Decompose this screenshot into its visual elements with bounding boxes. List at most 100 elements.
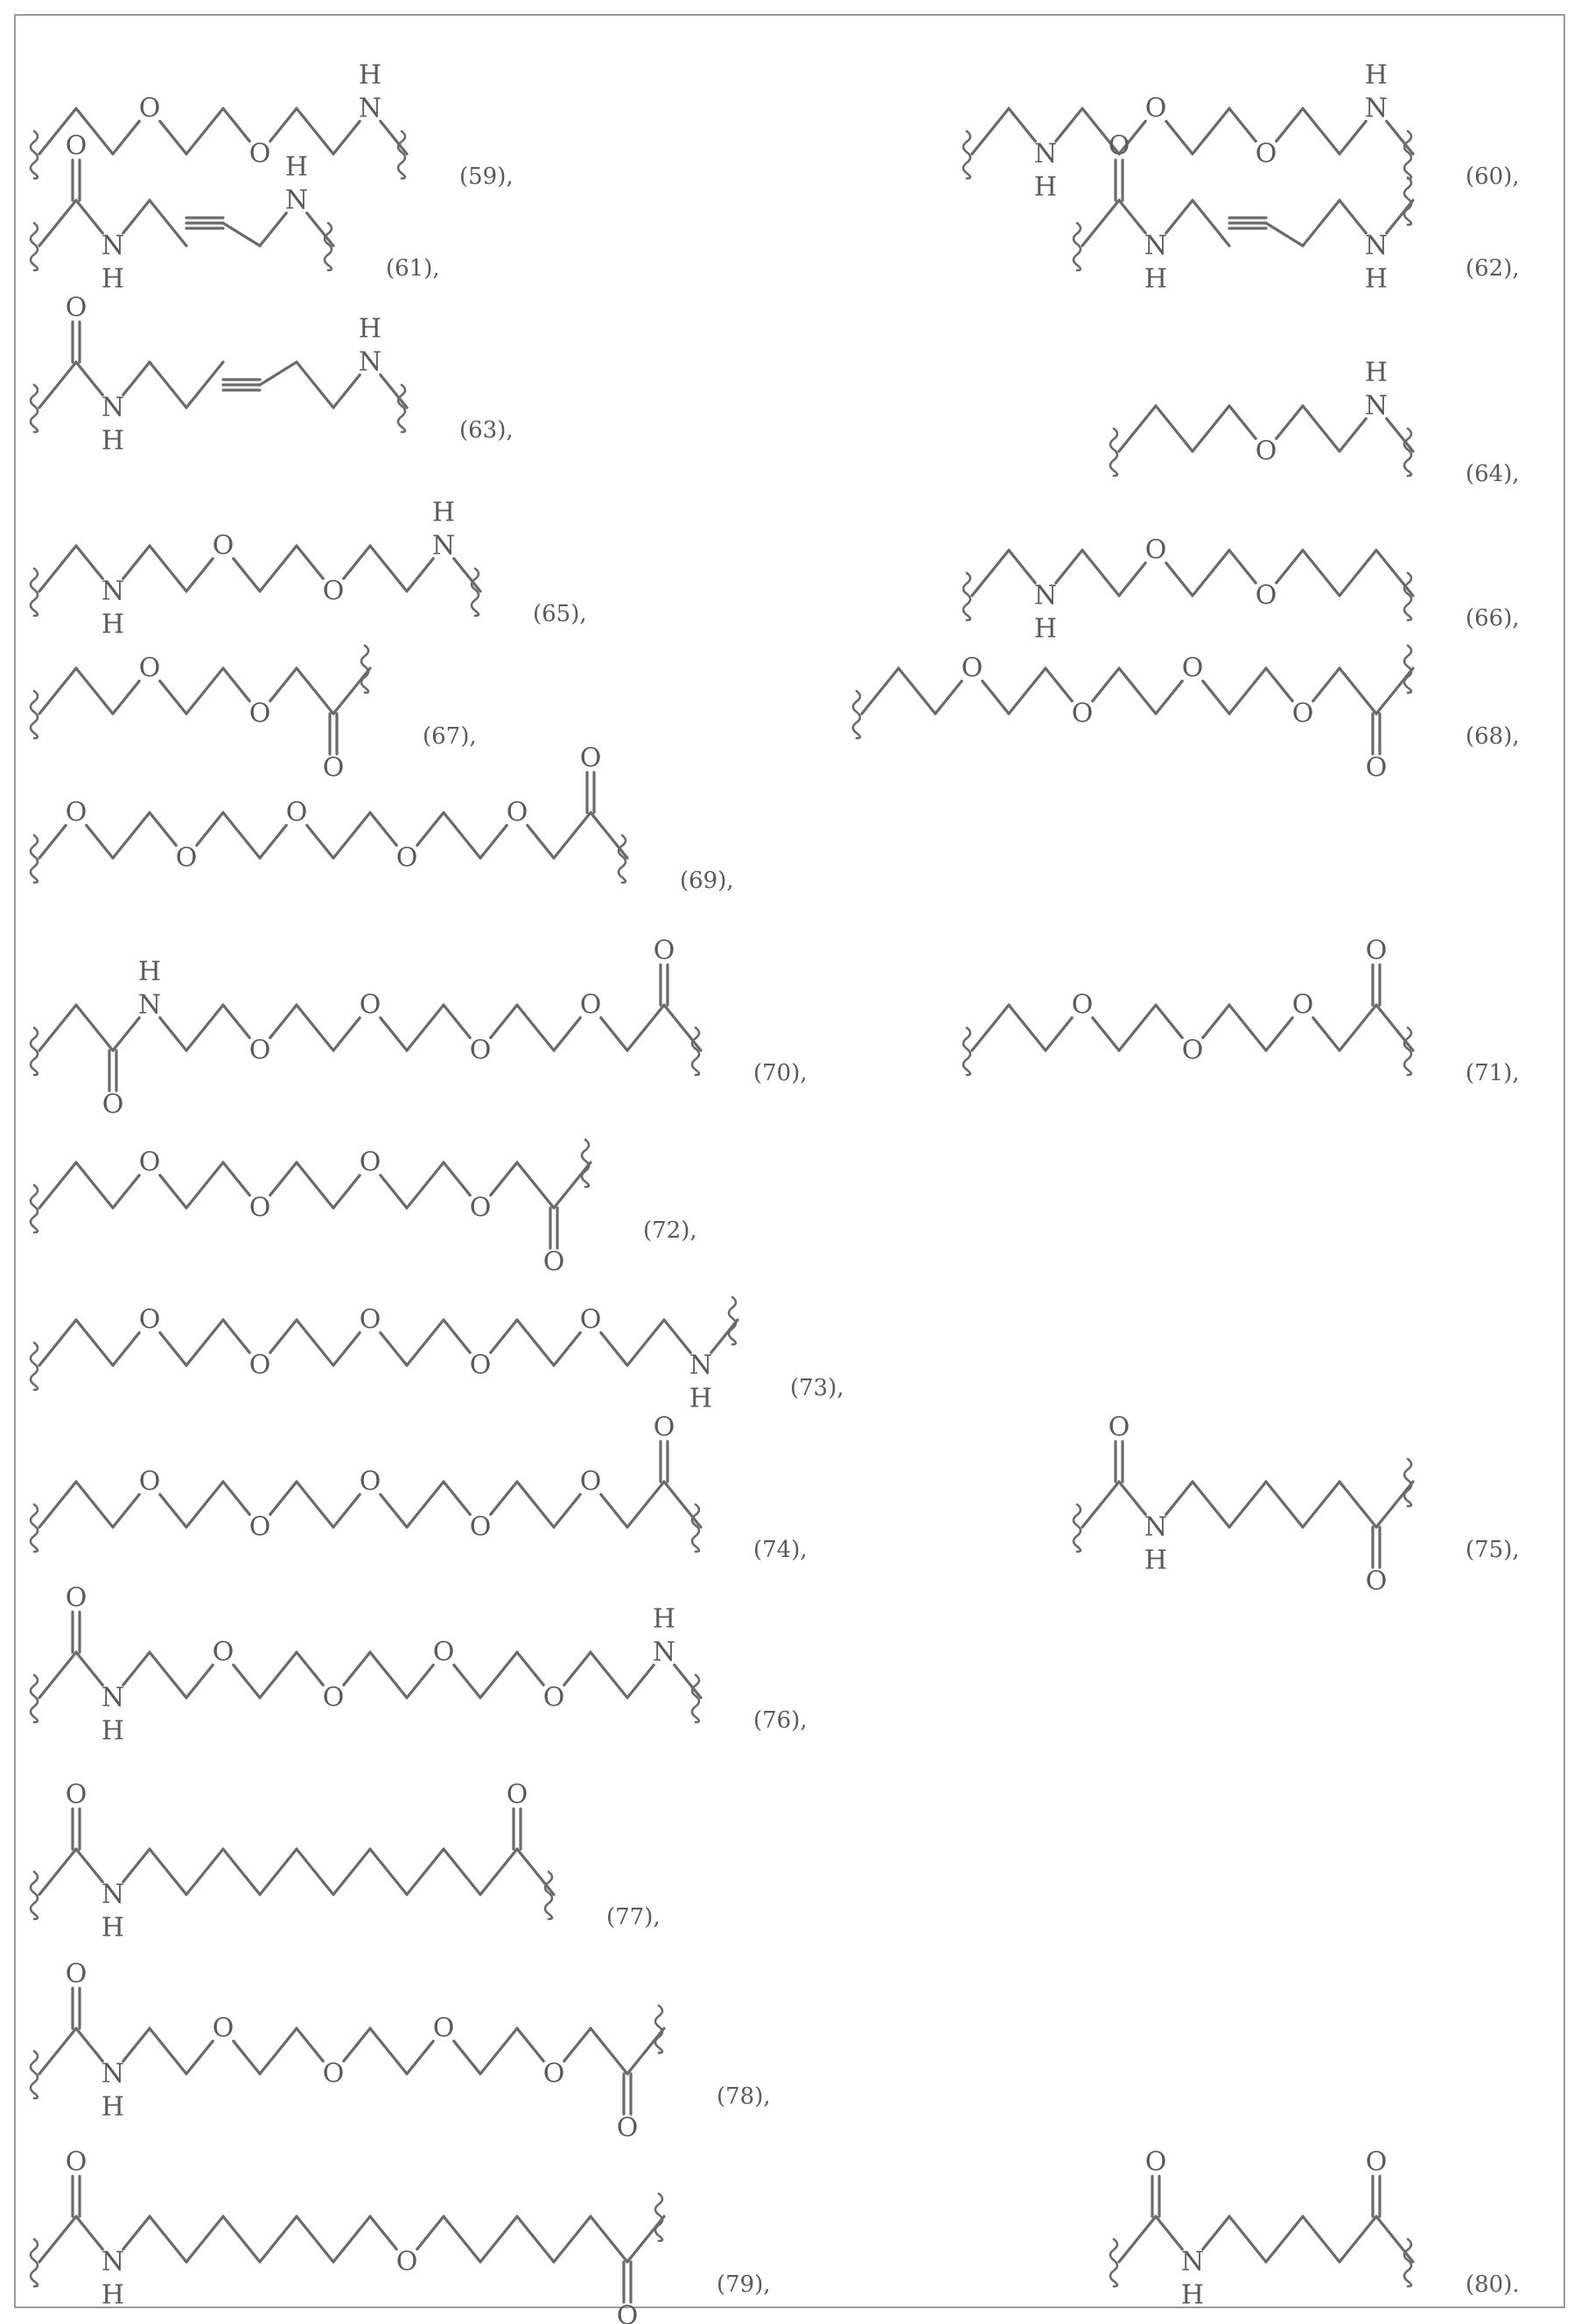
bond (1340, 1482, 1376, 1527)
structure-69: OOOOOO(69), (31, 743, 734, 895)
oxygen-atom: O (323, 576, 345, 607)
bond (270, 108, 297, 141)
bond (1119, 1482, 1145, 1514)
bond (444, 1005, 470, 1037)
hydrogen-atom: H (101, 610, 124, 640)
bond (491, 1005, 517, 1037)
compound-label: (65), (533, 601, 587, 627)
structure-70: ONHOOOOO(70), (31, 936, 808, 1120)
nitrogen-atom: N (432, 531, 455, 562)
bond (113, 1333, 139, 1365)
bond (1340, 2216, 1376, 2262)
compound-label: (63), (459, 417, 514, 443)
bond (76, 546, 102, 578)
bond (1313, 668, 1340, 701)
bond (113, 813, 150, 858)
bond (1119, 2216, 1156, 2262)
bond (1266, 2216, 1303, 2262)
bond (297, 362, 333, 408)
bond (333, 1849, 370, 1895)
bond (417, 813, 444, 845)
oxygen-atom: O (1256, 139, 1277, 170)
structure-60: NHOONH(60), (963, 60, 1520, 203)
bond (76, 1320, 113, 1365)
bond (333, 1176, 360, 1208)
compound-label: (79), (717, 2272, 771, 2298)
bond (150, 362, 186, 408)
nitrogen-atom: N (1034, 581, 1057, 611)
bond (307, 826, 333, 858)
bond (1166, 1482, 1193, 1514)
bond (627, 1005, 664, 1050)
attachment-point-icon (361, 646, 368, 693)
bond (554, 1495, 580, 1527)
bond (381, 1018, 407, 1050)
bond (113, 1176, 139, 1208)
bond (899, 668, 935, 714)
bond (76, 1482, 113, 1527)
attachment-point-icon (472, 569, 479, 616)
bond (150, 813, 176, 845)
structure-67: OOO(67), (31, 646, 477, 784)
bond (150, 200, 186, 246)
oxygen-atom: O (433, 1637, 455, 1668)
bond (333, 375, 360, 408)
bond (491, 1320, 517, 1352)
bond (1193, 550, 1229, 596)
attachment-point-icon (1404, 573, 1411, 620)
bond (407, 1482, 444, 1527)
bond (1340, 550, 1376, 596)
bond (601, 1333, 627, 1365)
bond (1229, 550, 1256, 583)
bond (1277, 108, 1303, 141)
structure-72: OOOOO(72), (31, 1140, 697, 1278)
bond (444, 2216, 480, 2262)
structure-63: ONHNH(63), (31, 293, 514, 457)
bond (297, 108, 333, 154)
bond (1193, 200, 1229, 246)
compound-label: (73), (790, 1375, 844, 1401)
bond (454, 1665, 480, 1698)
bond (1093, 668, 1119, 701)
bond (1046, 668, 1072, 701)
bond (39, 546, 76, 591)
bond (76, 1162, 113, 1208)
hydrogen-atom: H (359, 314, 381, 345)
hydrogen-atom: H (101, 1716, 124, 1747)
bond (1082, 200, 1119, 246)
bond (270, 1320, 297, 1352)
oxygen-atom: O (580, 1467, 602, 1497)
bond (186, 559, 213, 591)
bond (223, 1162, 249, 1195)
bond (123, 362, 150, 394)
attachment-point-icon (1074, 1504, 1081, 1552)
carbonyl-oxygen-atom: O (66, 131, 87, 162)
bond (1203, 1005, 1229, 1037)
bond (160, 1333, 186, 1365)
bond (627, 2028, 664, 2074)
bond (150, 2216, 186, 2262)
bond (223, 1320, 249, 1352)
bond (186, 2216, 223, 2262)
bond (260, 1652, 297, 1698)
bond (1056, 108, 1082, 141)
oxygen-atom: O (323, 1683, 345, 1713)
bond (381, 1176, 407, 1208)
structure-59: OONH(59), (31, 60, 514, 191)
bond (270, 1005, 297, 1037)
carbonyl-oxygen-atom: O (580, 743, 602, 774)
oxygen-atom: O (470, 1512, 492, 1543)
oxygen-atom: O (470, 1036, 492, 1066)
nitrogen-atom: N (689, 1350, 712, 1381)
oxygen-atom: O (213, 1637, 234, 1668)
hydrogen-atom: H (1144, 1546, 1167, 1576)
bond (407, 1849, 444, 1895)
oxygen-atom: O (249, 699, 271, 729)
oxygen-atom: O (360, 1467, 381, 1497)
bond (1340, 419, 1366, 451)
bond (39, 362, 76, 408)
bond (1340, 200, 1366, 233)
hydrogen-atom: H (285, 152, 308, 183)
bond (223, 108, 249, 141)
bond (344, 546, 370, 578)
